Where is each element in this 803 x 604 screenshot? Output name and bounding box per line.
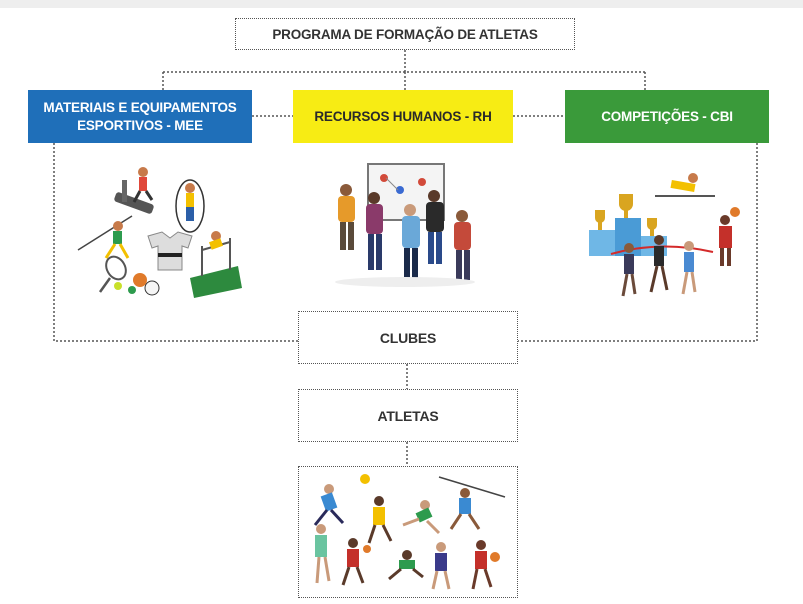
category-mee: MATERIAIS E EQUIPAMENTOS ESPORTIVOS - ME… [28, 90, 252, 143]
competition-podium-illustration [589, 173, 740, 297]
category-rh: RECURSOS HUMANOS - RH [293, 90, 513, 143]
sports-equipment-illustration [77, 167, 242, 298]
athletes-box: ATLETAS [298, 389, 518, 442]
category-cbi: COMPETIÇÕES - CBI [565, 90, 769, 143]
coaching-staff-illustration [335, 163, 475, 287]
program-title: PROGRAMA DE FORMAÇÃO DE ATLETAS [235, 18, 575, 50]
athletes-illustration [313, 474, 506, 590]
top-bar [0, 0, 803, 8]
clubs-box: CLUBES [298, 311, 518, 364]
athletes-illustration-frame [298, 466, 518, 598]
